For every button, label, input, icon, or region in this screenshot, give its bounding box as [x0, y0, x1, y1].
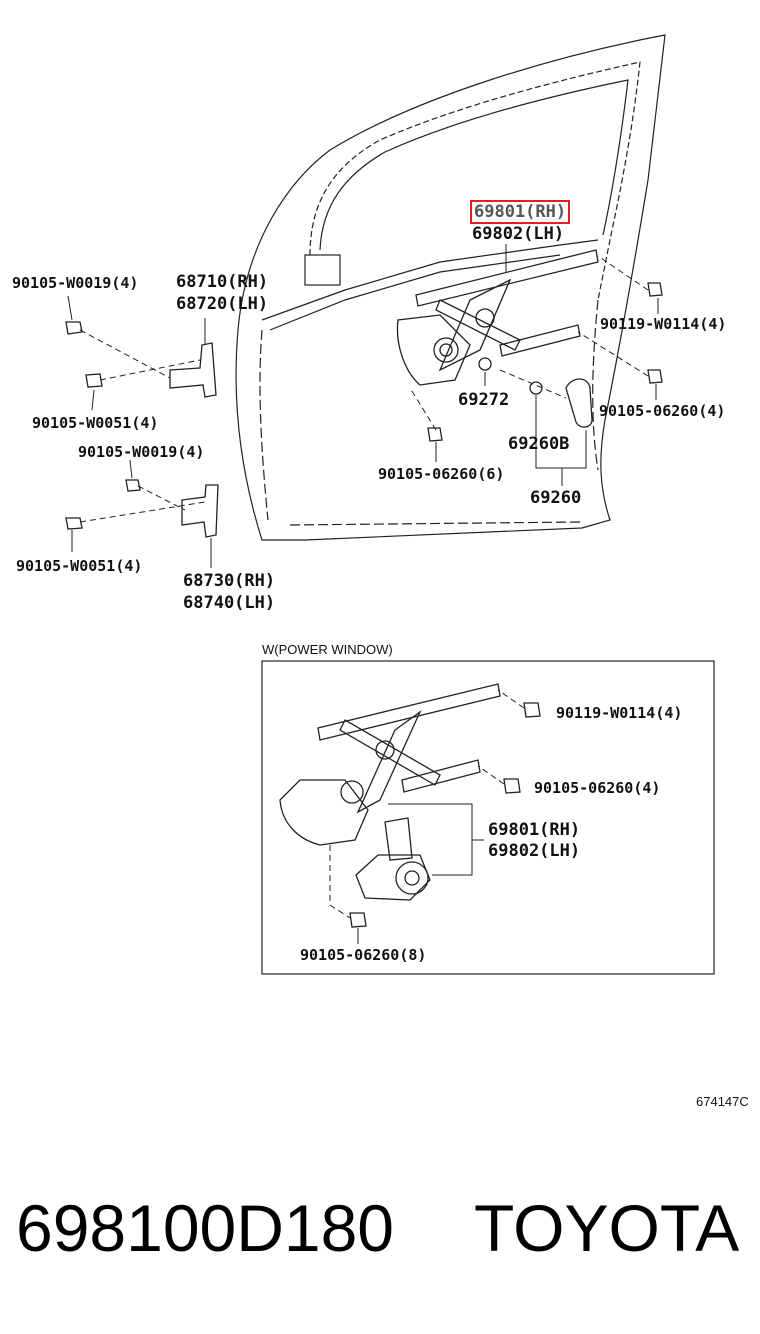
inset-gear-sector	[279, 779, 369, 846]
door-inner-right	[592, 299, 599, 471]
brand-caption: TOYOTA	[474, 1191, 740, 1265]
inset-bolt-3	[349, 912, 367, 928]
inset-title: W(POWER WINDOW)	[262, 642, 393, 657]
regulator-lower-rail	[499, 324, 581, 357]
inset-callout-69802-lh: 69802(LH)	[488, 841, 581, 861]
lower-hinge-shape	[181, 484, 219, 538]
inset-box	[261, 660, 715, 975]
callout-bolt-06260-right: 90105-06260(4)	[599, 402, 726, 420]
inset-callout-bolt-06260-4: 90105-06260(4)	[534, 779, 661, 797]
callout-69802-lh: 69802(LH)	[472, 224, 565, 244]
door-inner-bottom	[289, 521, 581, 526]
figure-code: 674147C	[696, 1094, 749, 1109]
inset-arm-2	[339, 719, 441, 786]
part-69272-shape	[478, 357, 492, 371]
inset-arm-1	[356, 710, 422, 814]
callout-bolt-w0019-top: 90105-W0019(4)	[12, 274, 139, 292]
callout-bolt-06260-6: 90105-06260(6)	[378, 465, 505, 483]
inset-callout-bolt-06260-8: 90105-06260(8)	[300, 946, 427, 964]
callout-69272: 69272	[458, 390, 510, 410]
inset-motor-body	[355, 854, 431, 901]
bolt-w0051-top-shape	[85, 373, 103, 388]
callout-bolt-w0019-bottom: 90105-W0019(4)	[78, 443, 205, 461]
inset-bolt-1	[523, 702, 541, 718]
callout-bolt-w0051-top: 90105-W0051(4)	[32, 414, 159, 432]
callout-hinge-68740: 68740(LH)	[183, 593, 276, 613]
upper-hinge-shape	[169, 342, 217, 398]
door-frame-inner	[319, 79, 629, 251]
regulator-upper-rail	[415, 249, 599, 307]
part-number-caption: 698100D180	[16, 1191, 395, 1265]
door-window-frame	[309, 61, 641, 301]
regulator-arm-1	[438, 278, 512, 372]
callout-hinge-68710: 68710(RH)	[176, 272, 269, 292]
regulator-drum-inner	[439, 343, 453, 357]
callout-hinge-68720: 68720(LH)	[176, 294, 269, 314]
bolt-w0019-top-shape	[65, 321, 83, 335]
callout-69801-rh-highlighted[interactable]: 69801(RH)	[470, 200, 571, 224]
inset-callout-69801-rh: 69801(RH)	[488, 820, 581, 840]
inset-drum	[340, 780, 364, 804]
bolt-06260-right-shape	[647, 369, 663, 384]
inset-motor-cylinder	[384, 817, 413, 861]
inset-upper-rail	[317, 683, 501, 741]
inset-motor-gear-inner	[404, 870, 420, 886]
regulator-pivot	[475, 308, 495, 328]
bolt-06260-bottom-shape	[427, 427, 443, 442]
inset-bolt-2	[503, 778, 521, 794]
regulator-drum	[433, 337, 459, 363]
door-belt-line	[261, 239, 599, 321]
callout-bolt-w0051-bottom: 90105-W0051(4)	[16, 557, 143, 575]
bolt-w0019-bottom-shape	[125, 479, 141, 492]
callout-69260: 69260	[530, 488, 582, 508]
callout-bolt-w0114-top: 90119-W0114(4)	[600, 315, 727, 333]
regulator-gear-sector	[396, 314, 471, 386]
inset-lower-rail	[401, 759, 481, 793]
bolt-w0114-top-shape	[647, 282, 663, 297]
door-frame-outline	[235, 34, 666, 541]
callout-69260b: 69260B	[508, 434, 570, 454]
inset-callout-bolt-w0114: 90119-W0114(4)	[556, 704, 683, 722]
callout-hinge-68730: 68730(RH)	[183, 571, 276, 591]
window-handle-shape	[565, 378, 593, 428]
mirror-mount	[304, 254, 341, 286]
bolt-w0051-bottom-shape	[65, 517, 83, 530]
inset-pivot	[375, 740, 395, 760]
door-inner-left	[259, 329, 269, 521]
door-belt-line-2	[269, 254, 561, 331]
inset-motor-gear	[395, 861, 429, 895]
regulator-arm-2	[435, 299, 521, 351]
